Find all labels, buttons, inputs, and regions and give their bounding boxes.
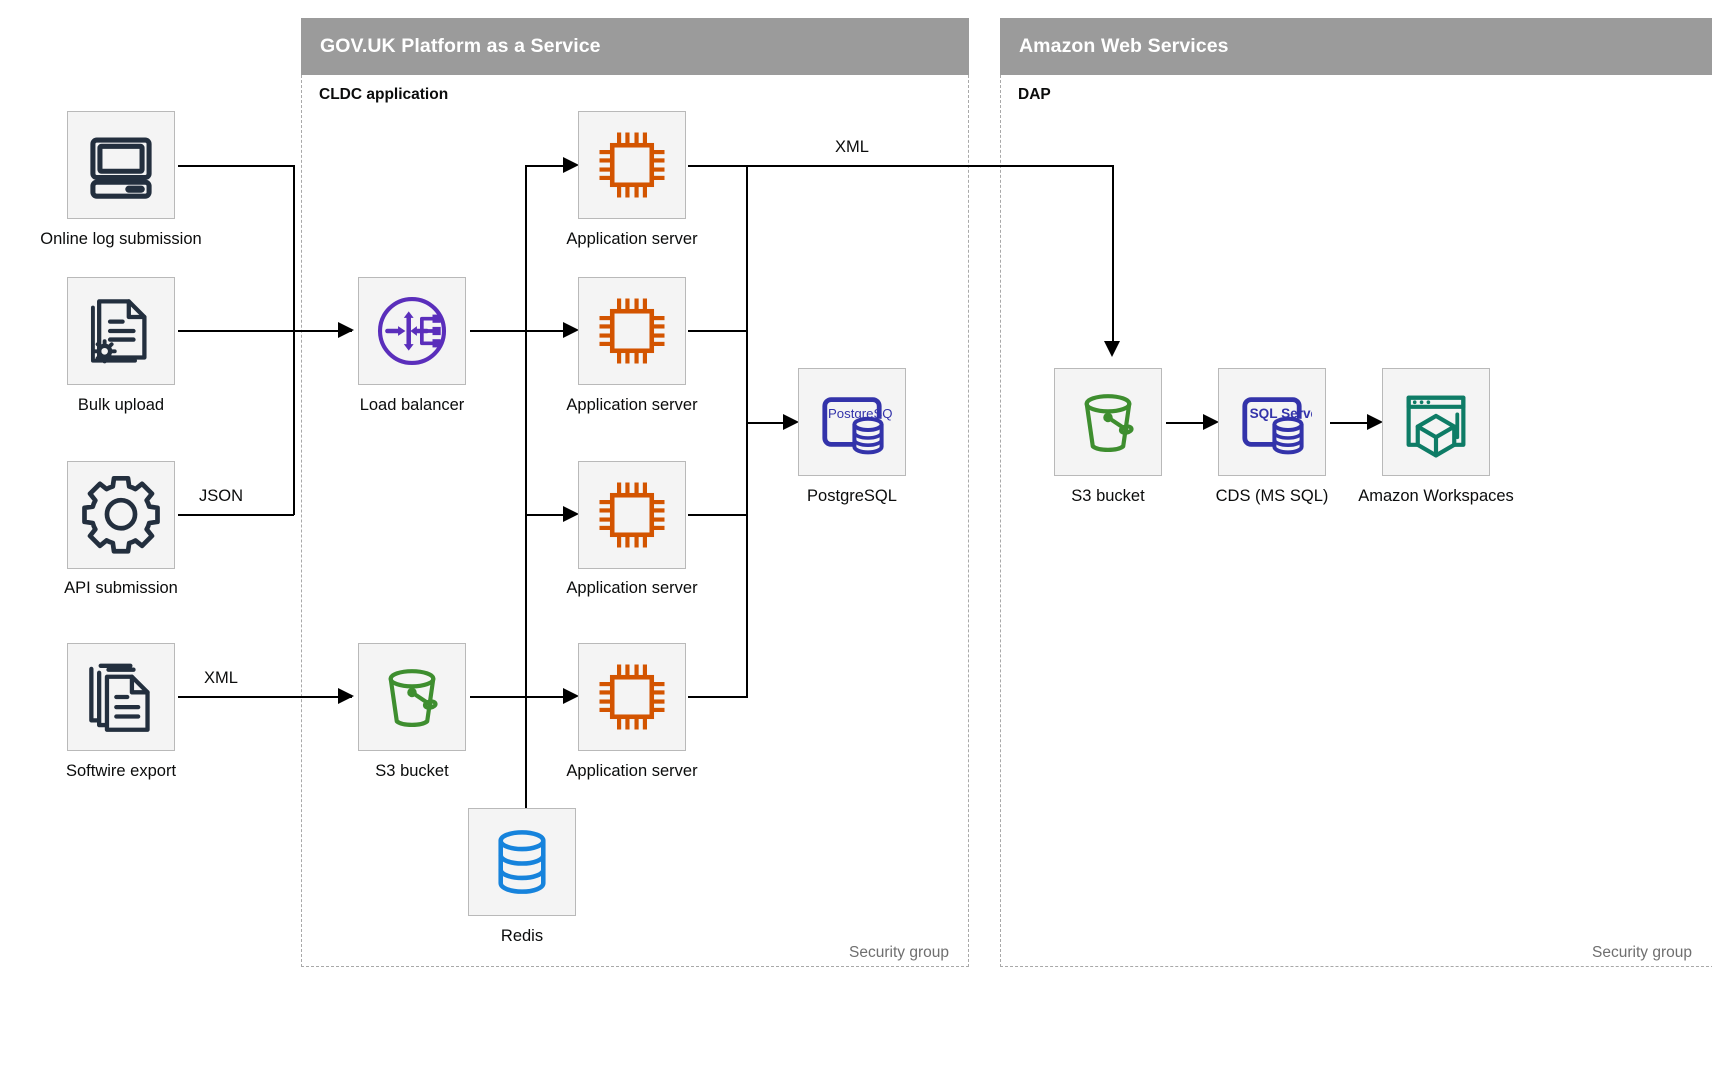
- label-postgresql: PostgreSQL: [807, 487, 897, 505]
- edge-bus-to-app2: [525, 330, 565, 332]
- arrow-into-app-server-4: [563, 688, 579, 704]
- label-app-server-1: Application server: [566, 230, 698, 248]
- group-header-paas: GOV.UK Platform as a Service: [301, 18, 969, 75]
- edge-api-to-bus: [178, 514, 294, 516]
- label-online-log-submission: Online log submission: [40, 230, 202, 248]
- arrow-into-app-server-1: [563, 157, 579, 173]
- edge-bus-to-app4: [525, 696, 565, 698]
- edge-bulk-upload-to-lb: [178, 330, 352, 332]
- label-s3-bucket-paas: S3 bucket: [375, 762, 449, 780]
- edge-app4-to-collector: [688, 696, 748, 698]
- edge-online-log-to-bus: [178, 165, 294, 167]
- edge-s3-to-fanout: [470, 696, 527, 698]
- document-stack-icon: [82, 658, 160, 736]
- cpu-chip-icon: [594, 477, 670, 553]
- group-title-paas: GOV.UK Platform as a Service: [320, 35, 601, 57]
- security-group-label-paas: Security group: [849, 944, 949, 961]
- load-balancer-icon: [371, 290, 453, 372]
- edge-softwire-to-s3: [178, 696, 352, 698]
- cpu-chip-icon: [594, 659, 670, 735]
- cpu-chip-icon: [594, 127, 670, 203]
- desktop-computer-icon: [82, 126, 160, 204]
- edge-fanout-bus: [525, 165, 527, 802]
- node-amazon-workspaces[interactable]: [1382, 368, 1490, 476]
- node-api-submission[interactable]: [67, 461, 175, 569]
- arrow-into-workspaces: [1367, 414, 1383, 430]
- edge-app3-to-collector: [688, 514, 748, 516]
- edge-bus-to-app1: [525, 165, 565, 167]
- edge-lb-to-fanout: [470, 330, 527, 332]
- arrow-into-s3-aws: [1104, 341, 1120, 357]
- edge-collector-bus: [746, 165, 748, 697]
- label-redis: Redis: [500, 927, 544, 945]
- label-s3-bucket-aws: S3 bucket: [1071, 487, 1145, 505]
- node-softwire-export[interactable]: [67, 643, 175, 751]
- edge-bus-vertical-lower: [293, 330, 295, 515]
- node-app-server-2[interactable]: [578, 277, 686, 385]
- edge-collector-to-postgres: [746, 422, 791, 424]
- cpu-chip-icon: [594, 293, 670, 369]
- json-edge-label: JSON: [193, 487, 249, 506]
- label-app-server-4: Application server: [566, 762, 698, 780]
- workspaces-icon: [1398, 384, 1474, 460]
- arrow-into-postgresql: [783, 414, 799, 430]
- xml-edge-label-export: XML: [199, 669, 243, 688]
- node-load-balancer[interactable]: [358, 277, 466, 385]
- node-s3-bucket-paas[interactable]: [358, 643, 466, 751]
- node-redis[interactable]: [468, 808, 576, 916]
- label-cds-ms-sql: CDS (MS SQL): [1215, 487, 1329, 505]
- postgresql-icon: PostgreSQL: [812, 382, 892, 462]
- node-online-log-submission[interactable]: [67, 111, 175, 219]
- postgresql-icon-text: PostgreSQL: [828, 406, 892, 421]
- s3-bucket-icon: [1070, 384, 1146, 460]
- redis-database-icon: [489, 824, 555, 900]
- document-gear-icon: [82, 292, 160, 370]
- arrow-into-s3-paas: [338, 688, 354, 704]
- label-bulk-upload: Bulk upload: [77, 396, 165, 414]
- edge-s3aws-to-cds: [1166, 422, 1210, 424]
- arrow-into-cds: [1203, 414, 1219, 430]
- edge-bus-to-app3: [525, 514, 565, 516]
- s3-bucket-icon: [374, 659, 450, 735]
- gear-icon: [82, 476, 160, 554]
- label-api-submission: API submission: [64, 579, 178, 597]
- sql-server-icon-text: SQL Server: [1250, 406, 1312, 421]
- label-load-balancer: Load balancer: [359, 396, 465, 414]
- label-app-server-2: Application server: [566, 396, 698, 414]
- node-app-server-4[interactable]: [578, 643, 686, 751]
- label-softwire-export: Softwire export: [65, 762, 177, 780]
- group-header-aws: Amazon Web Services: [1000, 18, 1712, 75]
- group-boundary-aws: [1000, 75, 1712, 967]
- group-boundary-paas: [301, 75, 969, 967]
- sql-server-icon: SQL Server: [1232, 382, 1312, 462]
- edge-app2-to-collector: [688, 330, 748, 332]
- node-app-server-1[interactable]: [578, 111, 686, 219]
- label-app-server-3: Application server: [566, 579, 698, 597]
- arrow-into-app-server-3: [563, 506, 579, 522]
- node-cds-ms-sql[interactable]: SQL Server: [1218, 368, 1326, 476]
- node-postgresql[interactable]: PostgreSQL: [798, 368, 906, 476]
- node-app-server-3[interactable]: [578, 461, 686, 569]
- group-title-aws: Amazon Web Services: [1019, 35, 1229, 57]
- edge-cds-to-workspaces: [1330, 422, 1374, 424]
- edge-xml-down-to-s3-aws: [1112, 165, 1114, 343]
- edge-app1-xml-to-aws: [688, 165, 1114, 167]
- sub-label-cldc: CLDC application: [319, 86, 449, 103]
- edge-bus-vertical-upper: [293, 165, 295, 331]
- arrow-into-app-server-2: [563, 322, 579, 338]
- xml-edge-label-source: XML: [830, 138, 874, 157]
- sub-label-dap: DAP: [1018, 86, 1051, 103]
- arrow-into-load-balancer: [338, 322, 354, 338]
- node-s3-bucket-aws[interactable]: [1054, 368, 1162, 476]
- node-bulk-upload[interactable]: [67, 277, 175, 385]
- security-group-label-aws: Security group: [1592, 944, 1692, 961]
- label-amazon-workspaces: Amazon Workspaces: [1358, 487, 1514, 505]
- edge-redis-to-bus: [525, 740, 527, 812]
